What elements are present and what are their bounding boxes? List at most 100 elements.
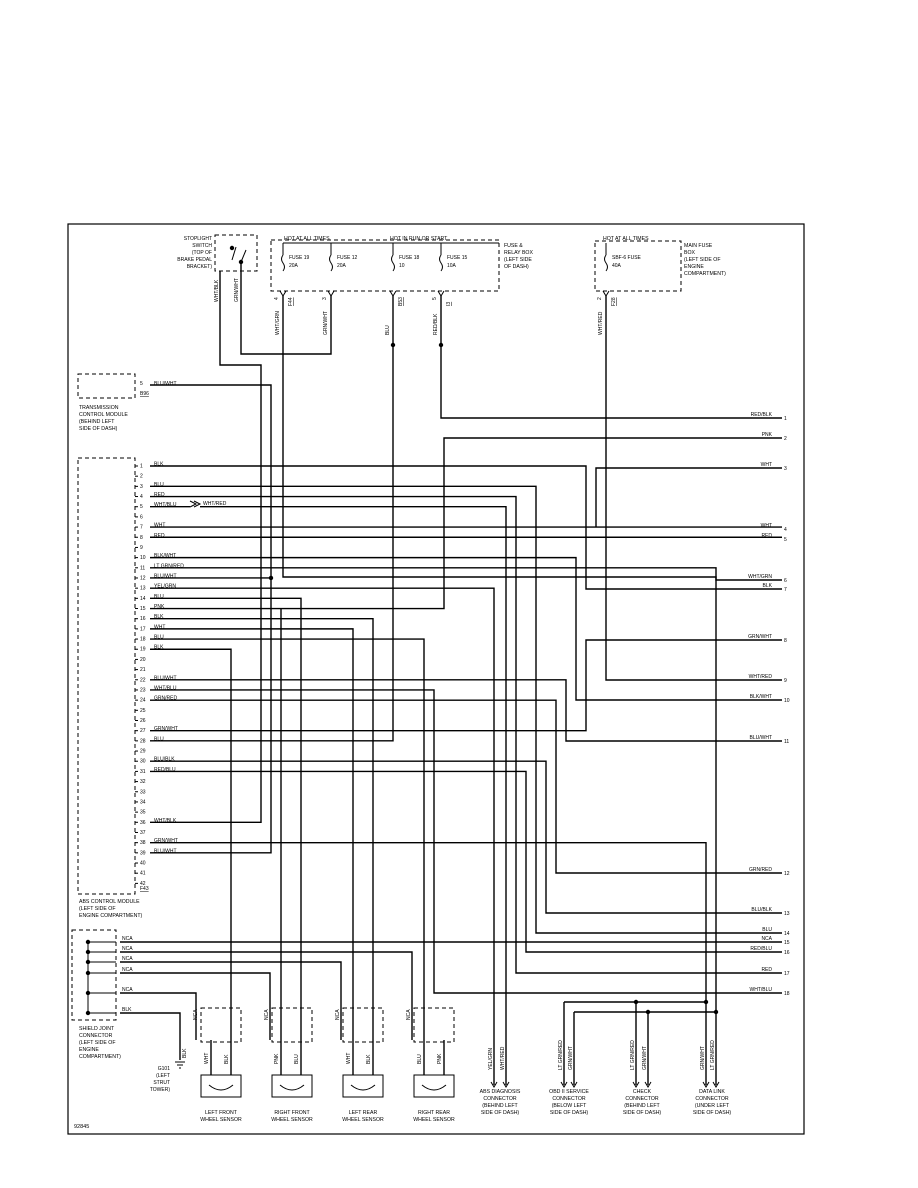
tcm-wire-color: BLU/WHT: [154, 381, 177, 387]
wire: [240, 262, 332, 355]
sensor-label: WHEEL SENSOR: [271, 1117, 313, 1123]
right-terminal-number: 2: [784, 436, 787, 442]
sensor-shield-label: NCA: [406, 1009, 412, 1020]
wheel-sensor-coil: [208, 1084, 234, 1091]
shield-joint-wire-color: NCA: [122, 956, 133, 962]
right-terminal-wire-color: RED: [761, 967, 772, 973]
splice-dot: [713, 1009, 719, 1015]
fuse-wire-color: WHT/GRN: [275, 311, 281, 335]
wire: [440, 296, 782, 419]
shield-drain-wire: [120, 961, 342, 1040]
sensor-label: RIGHT FRONT: [274, 1110, 310, 1116]
sensor-shield-box: [271, 1007, 313, 1043]
fuse-icon: [329, 254, 333, 272]
fuse-icon: [439, 254, 443, 272]
shield-drain-wire: [120, 951, 413, 1040]
fuse-rating: 20A: [289, 263, 299, 269]
main-fuse-box-label: ENGINE: [684, 264, 704, 270]
main-fuse-box-label: (LEFT SIDE OF: [684, 257, 721, 263]
abs-pin-number: 10: [140, 555, 146, 561]
right-terminal-number: 6: [784, 578, 787, 584]
right-terminal-wire-color: WHT/GRN: [748, 574, 772, 580]
abs-pin-wire-color: BLU/WHT: [154, 848, 177, 854]
fuse-conn-id: B53: [398, 297, 404, 306]
right-terminal-wire-color: GRN/RED: [749, 867, 772, 873]
right-terminal-number: 14: [784, 931, 790, 937]
bottom-connector-label: SIDE OF DASH): [481, 1110, 520, 1116]
right-terminal-number: 1: [784, 416, 787, 422]
abs-pin-wire-color: GRN/WHT: [154, 726, 178, 732]
bottom-connector-label: (BEHIND LEFT: [624, 1103, 660, 1109]
right-terminal-wire-color: NCA: [761, 936, 772, 942]
main-fuse-pin-number: 2: [597, 297, 603, 300]
fuse-icon: [391, 254, 395, 272]
abs-pin-wire-color: RED: [154, 533, 165, 539]
abs-pin-number: 23: [140, 687, 146, 693]
fuse-conn-id: F44: [288, 297, 294, 306]
pin-arrow: [560, 1081, 568, 1088]
bottom-connector-label: (UNDER LEFT: [695, 1103, 730, 1109]
abs-pin-number: 19: [140, 647, 146, 653]
wire: [150, 679, 782, 742]
abs-pin-wire-color: BLU: [154, 594, 164, 600]
abs-pin-wire-color: BLU: [154, 635, 164, 641]
wire: [605, 296, 782, 681]
right-terminal-wire-color: WHT/RED: [749, 674, 773, 680]
abs-module-label: ABS CONTROL MODULE: [79, 899, 140, 905]
right-terminal-wire-color: RED/BLU: [750, 946, 772, 952]
abs-pin-wire-color: BLK/WHT: [154, 553, 176, 559]
shield-joint-wire-color: NCA: [122, 936, 133, 942]
abs-pin-wire-color: BLK: [154, 614, 164, 620]
bottom-connector-label: DATA LINK: [699, 1089, 725, 1095]
wheel-sensor-coil: [279, 1084, 305, 1091]
right-terminal-number: 5: [784, 537, 787, 543]
right-terminal-wire-color: WHT: [761, 462, 772, 468]
shield-joint-label: CONNECTOR: [79, 1033, 113, 1039]
bottom-connector-label: OBD II SERVICE: [549, 1089, 589, 1095]
sensor-wire-color: BLK: [224, 1054, 230, 1064]
sensor-wire-color: BLU: [417, 1054, 423, 1064]
splice-chevron: [189, 500, 198, 508]
wire: [150, 760, 782, 914]
wire: [150, 841, 707, 1085]
abs-pin-wire-color: PNK: [154, 604, 165, 610]
fuse-name: FUSE 19: [289, 255, 310, 261]
tcm-pin-number: 5: [140, 381, 143, 387]
abs-pin-number: 13: [140, 586, 146, 592]
wire: [150, 648, 232, 1075]
hot-at-all-times-right-label: HOT AT ALL TIMES: [603, 236, 649, 242]
fuse-pin-number: 4: [274, 297, 280, 300]
abs-pin-number: 14: [140, 596, 146, 602]
pin-arrow: [570, 1081, 578, 1088]
abs-pin-wire-color: BLU: [154, 736, 164, 742]
right-terminal-wire-color: PNK: [762, 432, 773, 438]
connector-wire-color: GRN/WHT: [642, 1046, 648, 1070]
stoplight-switch-label: BRACKET): [187, 264, 213, 270]
abs-pin-number: 16: [140, 616, 146, 622]
switch-contact: [231, 246, 237, 261]
sensor-label: RIGHT REAR: [418, 1110, 450, 1116]
abs-pin-wire-color: WHT: [154, 523, 165, 529]
sensor-label: WHEEL SENSOR: [200, 1117, 242, 1123]
sensor-wire-color: BLU: [294, 1054, 300, 1064]
splice-chevron: [193, 500, 202, 508]
abs-pin-number: 34: [140, 799, 146, 805]
abs-pin-number: 8: [140, 535, 143, 541]
splice-dot: [390, 342, 396, 348]
right-terminal-wire-color: BLU: [762, 927, 772, 933]
abs-pin-number: 11: [140, 565, 145, 571]
pin-arrow: [502, 1081, 510, 1088]
pin-arrow: [702, 1081, 710, 1088]
tcm-label: TRANSMISSION: [79, 405, 119, 411]
wire: [150, 271, 262, 823]
right-terminal-wire-color: BLK/WHT: [750, 694, 772, 700]
abs-pin-wire-color: WHT: [154, 624, 165, 630]
shield-joint-wire-color: NCA: [122, 967, 133, 973]
fuse-relay-box-label: RELAY BOX: [504, 250, 533, 256]
shield-joint-box: [71, 929, 117, 1021]
splice-dot: [703, 999, 709, 1005]
main-fuse-wire-color: WHT/RED: [598, 311, 604, 335]
main-fuse-box-label: BOX: [684, 250, 695, 256]
abs-pin-wire-color: YEL/GRN: [154, 584, 176, 590]
ground-icon: [175, 1061, 185, 1069]
